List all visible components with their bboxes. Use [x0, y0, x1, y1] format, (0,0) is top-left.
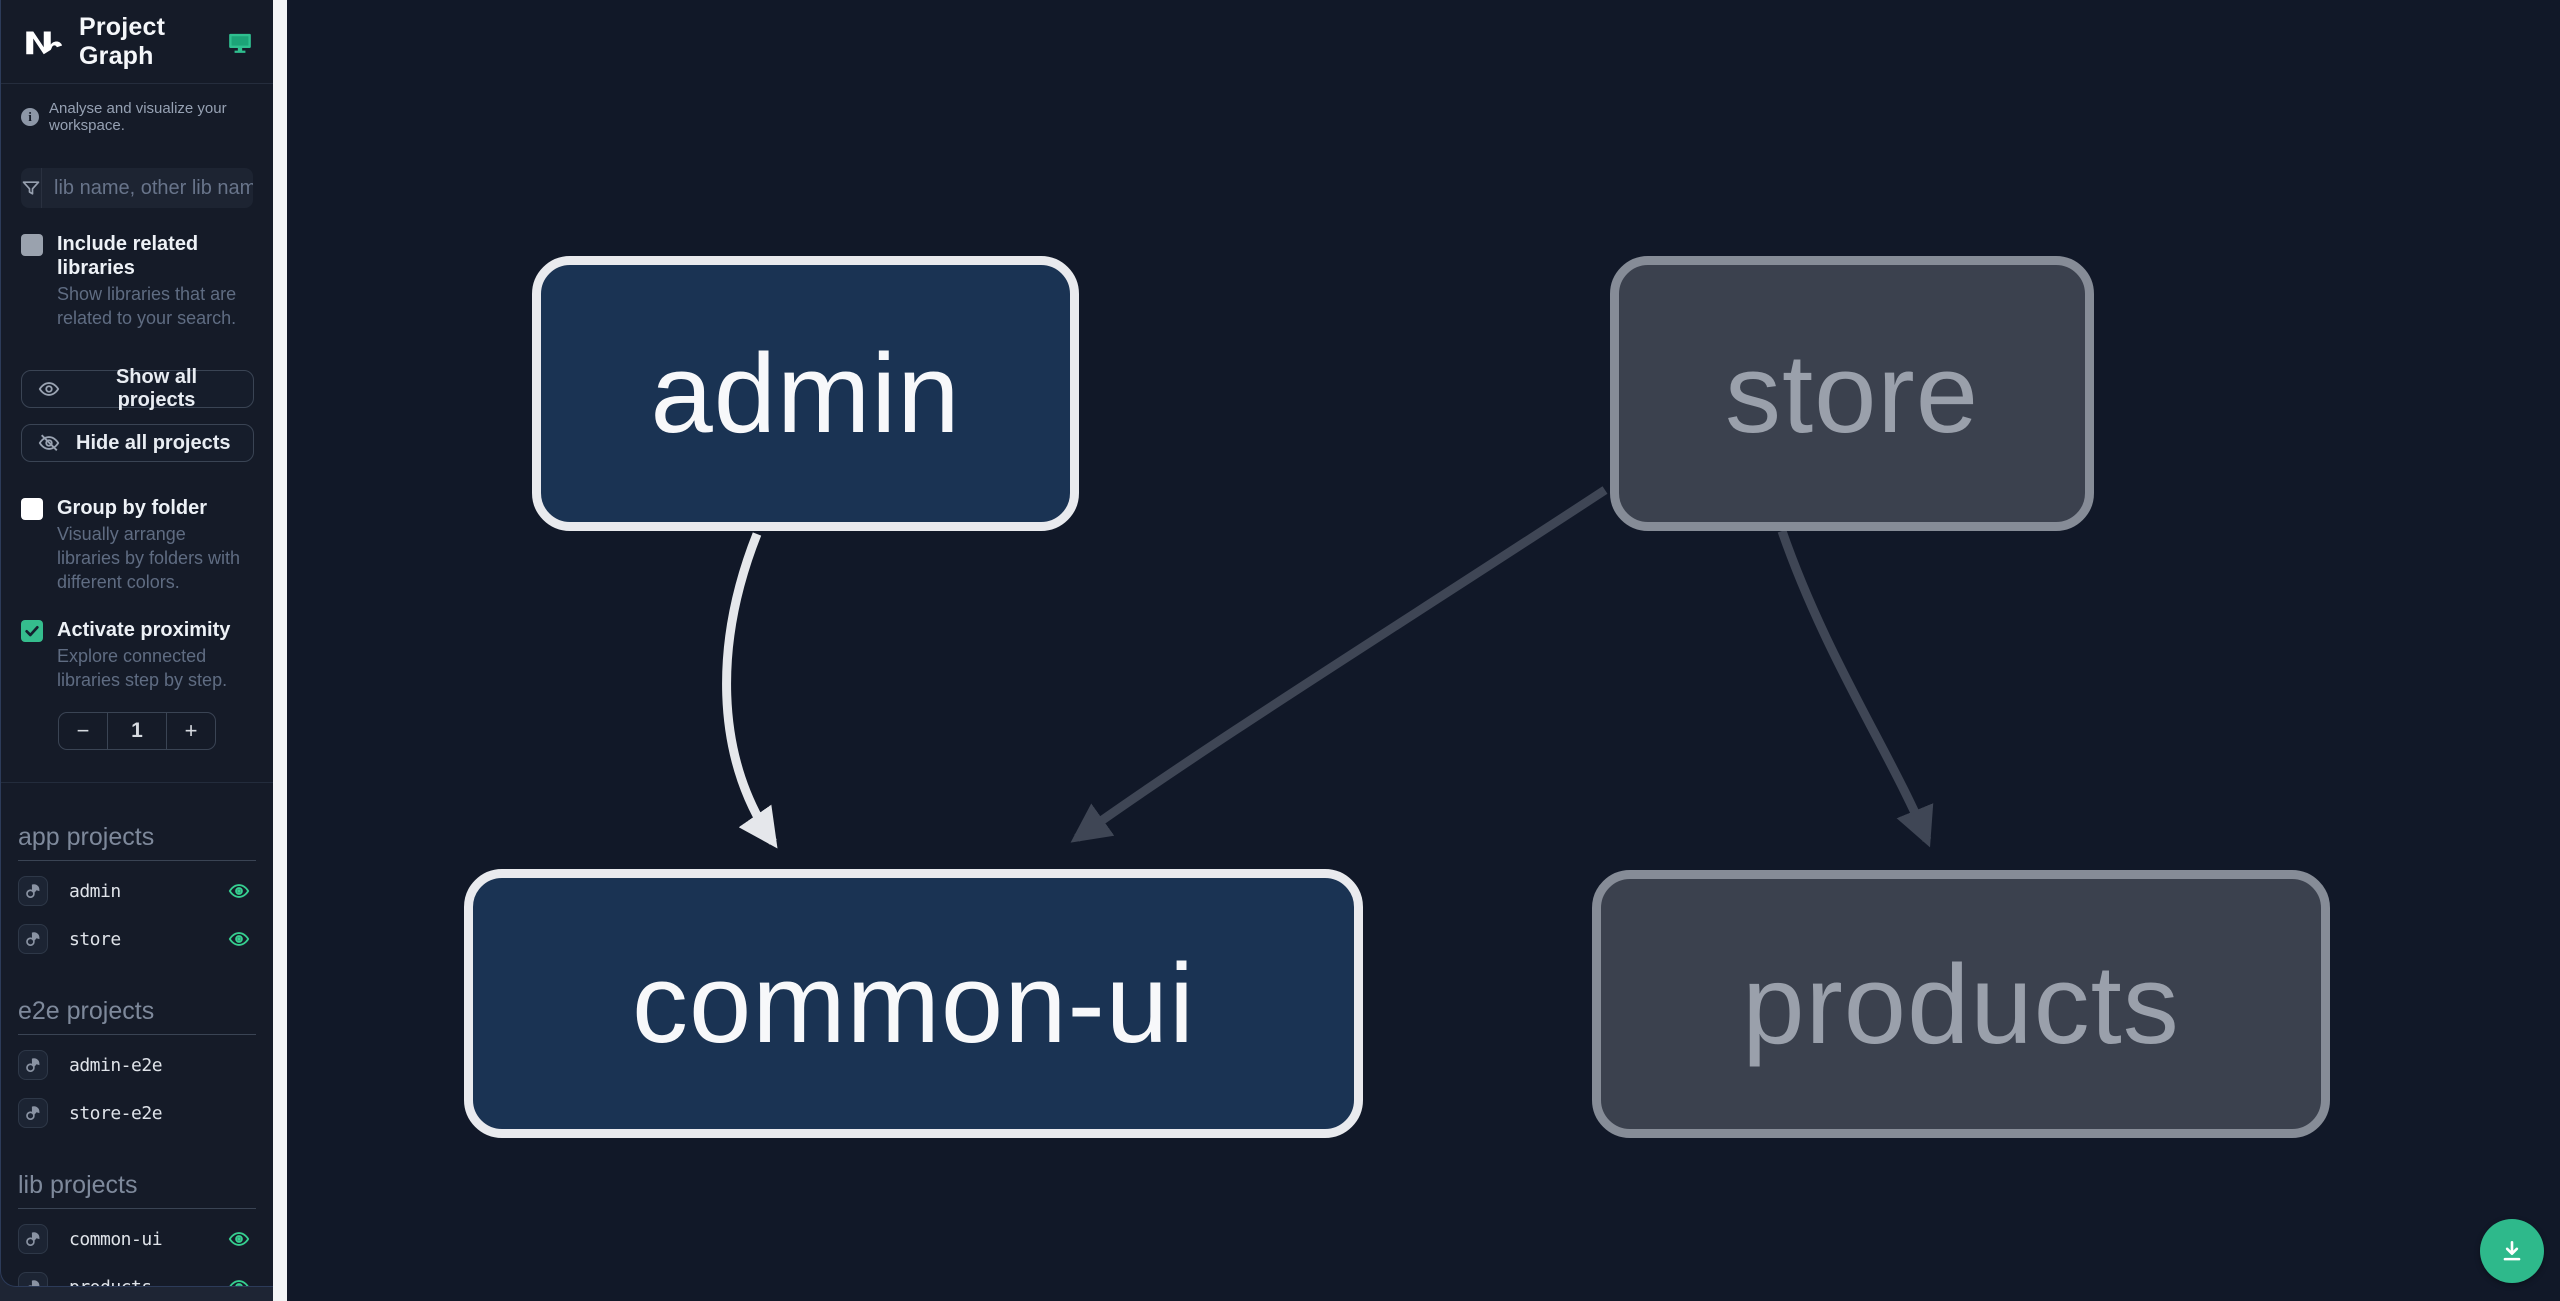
search-box	[21, 168, 253, 208]
activate-proximity-toggle[interactable]: Activate proximity Explore connected lib…	[21, 618, 253, 692]
show-all-projects-label: Show all projects	[115, 366, 198, 411]
focus-project-button[interactable]	[18, 1050, 48, 1080]
tagline-text: Analyse and visualize your workspace.	[49, 100, 227, 134]
focus-project-button[interactable]	[18, 1098, 48, 1128]
section-e2e-projects: e2e projects admin-e2e store-e2	[18, 997, 256, 1131]
info-icon: i	[21, 108, 39, 126]
project-row-store-e2e: store-e2e	[18, 1095, 256, 1131]
focus-icon	[26, 932, 40, 946]
proximity-decrement-button[interactable]: −	[59, 713, 107, 749]
graph-node-common-ui[interactable]: common-ui	[464, 869, 1363, 1138]
focus-project-button[interactable]	[18, 1224, 48, 1254]
project-name[interactable]: admin	[69, 880, 121, 902]
sidebar-header: Project Graph	[1, 0, 273, 84]
visibility-eye-icon[interactable]	[228, 880, 250, 902]
section-app-projects: app projects admin	[18, 823, 256, 957]
nx-logo	[26, 31, 63, 54]
focus-project-button[interactable]	[18, 924, 48, 954]
search-input[interactable]	[42, 168, 253, 208]
project-name[interactable]: common-ui	[69, 1228, 163, 1250]
visibility-eye-icon[interactable]	[228, 1228, 250, 1250]
group-by-folder-toggle[interactable]: Group by folder Visually arrange librari…	[21, 496, 253, 594]
sidebar: Project Graph i Analyse and visualize yo…	[0, 0, 273, 1301]
edge-store-to-common-ui[interactable]	[1070, 486, 1608, 843]
graph-node-admin[interactable]: admin	[532, 256, 1079, 531]
group-by-folder-description: Visually arrange libraries by folders wi…	[57, 524, 241, 592]
activate-proximity-label: Activate proximity	[57, 619, 231, 641]
section-lib-projects: lib projects common-ui	[18, 1171, 256, 1287]
download-icon	[2503, 1241, 2521, 1261]
edge-store-to-products[interactable]	[1777, 529, 1934, 848]
project-name[interactable]: store-e2e	[69, 1102, 163, 1124]
project-name[interactable]: admin-e2e	[69, 1054, 163, 1076]
project-row-admin-e2e: admin-e2e	[18, 1047, 256, 1083]
activate-proximity-description: Explore connected libraries step by step…	[57, 646, 228, 690]
project-row-admin: admin	[18, 873, 256, 909]
include-related-checkbox[interactable]	[21, 234, 43, 256]
focus-icon	[28, 1280, 40, 1286]
focus-icon	[26, 1106, 40, 1120]
edge-admin-to-common-ui[interactable]	[722, 532, 778, 849]
tagline: i Analyse and visualize your workspace.	[1, 84, 273, 134]
download-image-button[interactable]	[2480, 1219, 2544, 1283]
section-heading: app projects	[18, 823, 256, 861]
include-related-label: Include related libraries	[57, 233, 199, 279]
eye-icon	[38, 382, 60, 396]
section-heading: lib projects	[18, 1171, 256, 1209]
show-all-projects-button[interactable]: Show all projects	[21, 366, 254, 411]
group-by-folder-checkbox[interactable]	[21, 498, 43, 520]
check-icon	[25, 626, 39, 637]
graph-canvas[interactable]: admin store common-ui products	[287, 0, 2560, 1301]
include-related-toggle[interactable]: Include related libraries Show libraries…	[21, 232, 253, 330]
project-row-store: store	[18, 921, 256, 957]
sidebar-canvas-divider	[273, 0, 287, 1301]
project-row-common-ui: common-ui	[18, 1221, 256, 1257]
section-heading: e2e projects	[18, 997, 256, 1035]
focus-icon	[26, 884, 40, 898]
project-row-products: products	[18, 1269, 256, 1287]
focus-icon	[26, 1058, 40, 1072]
graph-node-store[interactable]: store	[1610, 256, 2094, 531]
focus-project-button[interactable]	[18, 1272, 48, 1286]
filter-funnel-icon	[21, 168, 42, 208]
activate-proximity-checkbox[interactable]	[21, 620, 43, 642]
proximity-increment-button[interactable]: +	[167, 713, 215, 749]
hide-all-projects-button[interactable]: Hide all projects	[21, 424, 254, 462]
monitor-icon[interactable]	[227, 29, 253, 55]
visibility-eye-icon[interactable]	[228, 1276, 250, 1287]
group-by-folder-label: Group by folder	[57, 497, 207, 519]
graph-node-products[interactable]: products	[1592, 870, 2330, 1138]
proximity-stepper: − 1 +	[58, 712, 216, 750]
sidebar-panel: Project Graph i Analyse and visualize yo…	[0, 0, 273, 1287]
project-name[interactable]: store	[69, 928, 121, 950]
focus-project-button[interactable]	[18, 876, 48, 906]
focus-icon	[26, 1232, 40, 1246]
visibility-eye-icon[interactable]	[228, 928, 250, 950]
proximity-value: 1	[107, 713, 167, 749]
sidebar-divider	[1, 782, 273, 783]
project-name[interactable]: products	[69, 1276, 152, 1287]
page-title: Project Graph	[79, 12, 166, 70]
include-related-description: Show libraries that are related to your …	[57, 284, 237, 328]
eye-off-icon	[38, 434, 60, 451]
hide-all-projects-label: Hide all projects	[76, 431, 231, 454]
graph-edges	[722, 486, 1934, 849]
